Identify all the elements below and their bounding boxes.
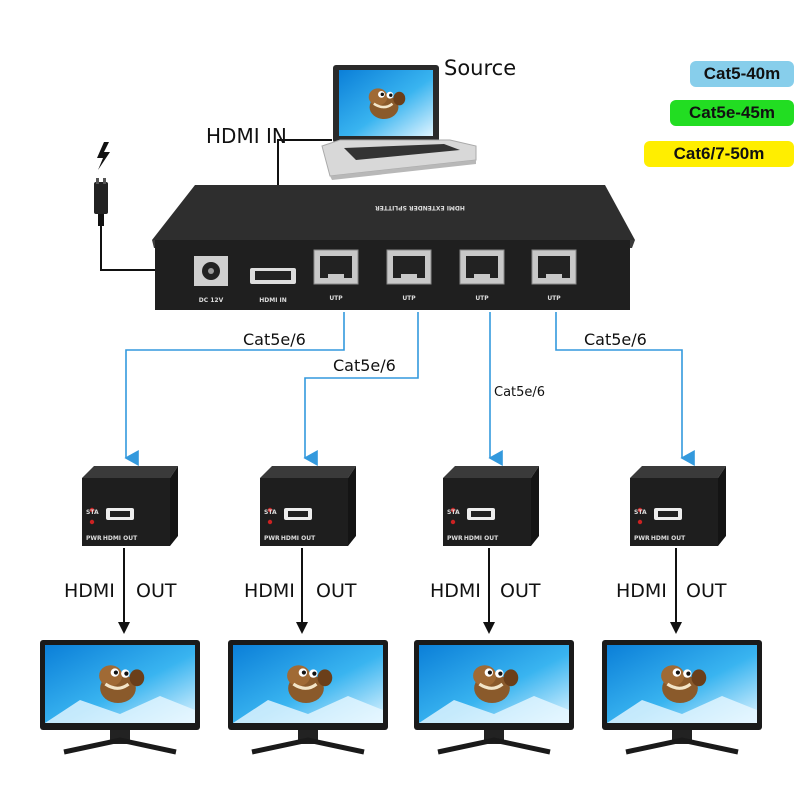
splitter-device: HDMI EXTENDER SPLITTER DC 12V HDMI IN UT…	[152, 185, 635, 310]
cable-label-1: Cat5e/6	[243, 330, 306, 349]
receiver-3	[443, 466, 539, 546]
receiver-2	[260, 466, 356, 546]
dc-port-label: DC 12V	[199, 297, 224, 304]
monitor-icon	[414, 640, 574, 752]
source-label: Source	[444, 56, 517, 80]
receiver-1	[82, 466, 178, 546]
hdmi-out-port-label: HDMI OUT	[281, 535, 316, 542]
badge-cat5e: Cat5e-45m	[670, 100, 794, 126]
receiver-4	[630, 466, 726, 546]
utp-port-label-2: UTP	[402, 295, 416, 302]
hdmi-out-label-2b: OUT	[316, 580, 357, 602]
hdmi-out-label-2a: HDMI	[244, 580, 295, 602]
utp-port-label-1: UTP	[329, 295, 343, 302]
hdmi-out-label-3a: HDMI	[430, 580, 481, 602]
hdmi-out-label-3b: OUT	[500, 580, 541, 602]
output-lines	[123, 548, 677, 624]
power-bolt-icon	[97, 142, 110, 170]
hdmi-out-port-label: HDMI OUT	[103, 535, 138, 542]
power-adapter-icon	[94, 178, 108, 226]
monitor-icon	[602, 640, 762, 752]
sta-label: STA	[264, 509, 277, 516]
monitor-icon	[40, 640, 200, 752]
hdmi-out-port-label: HDMI OUT	[464, 535, 499, 542]
badge-cat6: Cat6/7-50m	[644, 141, 794, 167]
pwr-label: PWR	[86, 535, 102, 542]
splitter-top-label: HDMI EXTENDER SPLITTER	[375, 204, 465, 211]
laptop-icon	[321, 65, 477, 180]
hdmi-in-label: HDMI IN	[206, 124, 287, 148]
utp-port-label-3: UTP	[475, 295, 489, 302]
hdmi-out-label-4b: OUT	[686, 580, 727, 602]
pwr-label: PWR	[447, 535, 463, 542]
pwr-label: PWR	[634, 535, 650, 542]
hdmi-out-port-label: HDMI OUT	[651, 535, 686, 542]
hdmi-out-label-1a: HDMI	[64, 580, 115, 602]
hdmi-out-label-4a: HDMI	[616, 580, 667, 602]
badge-cat5: Cat5-40m	[690, 61, 794, 87]
hdmi-in-port-label: HDMI IN	[259, 297, 287, 304]
cable-label-4: Cat5e/6	[584, 330, 647, 349]
sta-label: STA	[447, 509, 460, 516]
hdmi-out-label-1b: OUT	[136, 580, 177, 602]
pwr-label: PWR	[264, 535, 280, 542]
power-line	[100, 226, 158, 271]
cable-label-3: Cat5e/6	[494, 385, 546, 400]
utp-port-label-4: UTP	[547, 295, 561, 302]
sta-label: STA	[634, 509, 647, 516]
cable-lines	[124, 312, 695, 466]
cable-label-2: Cat5e/6	[333, 356, 396, 375]
monitor-icon	[228, 640, 388, 752]
sta-label: STA	[86, 509, 99, 516]
